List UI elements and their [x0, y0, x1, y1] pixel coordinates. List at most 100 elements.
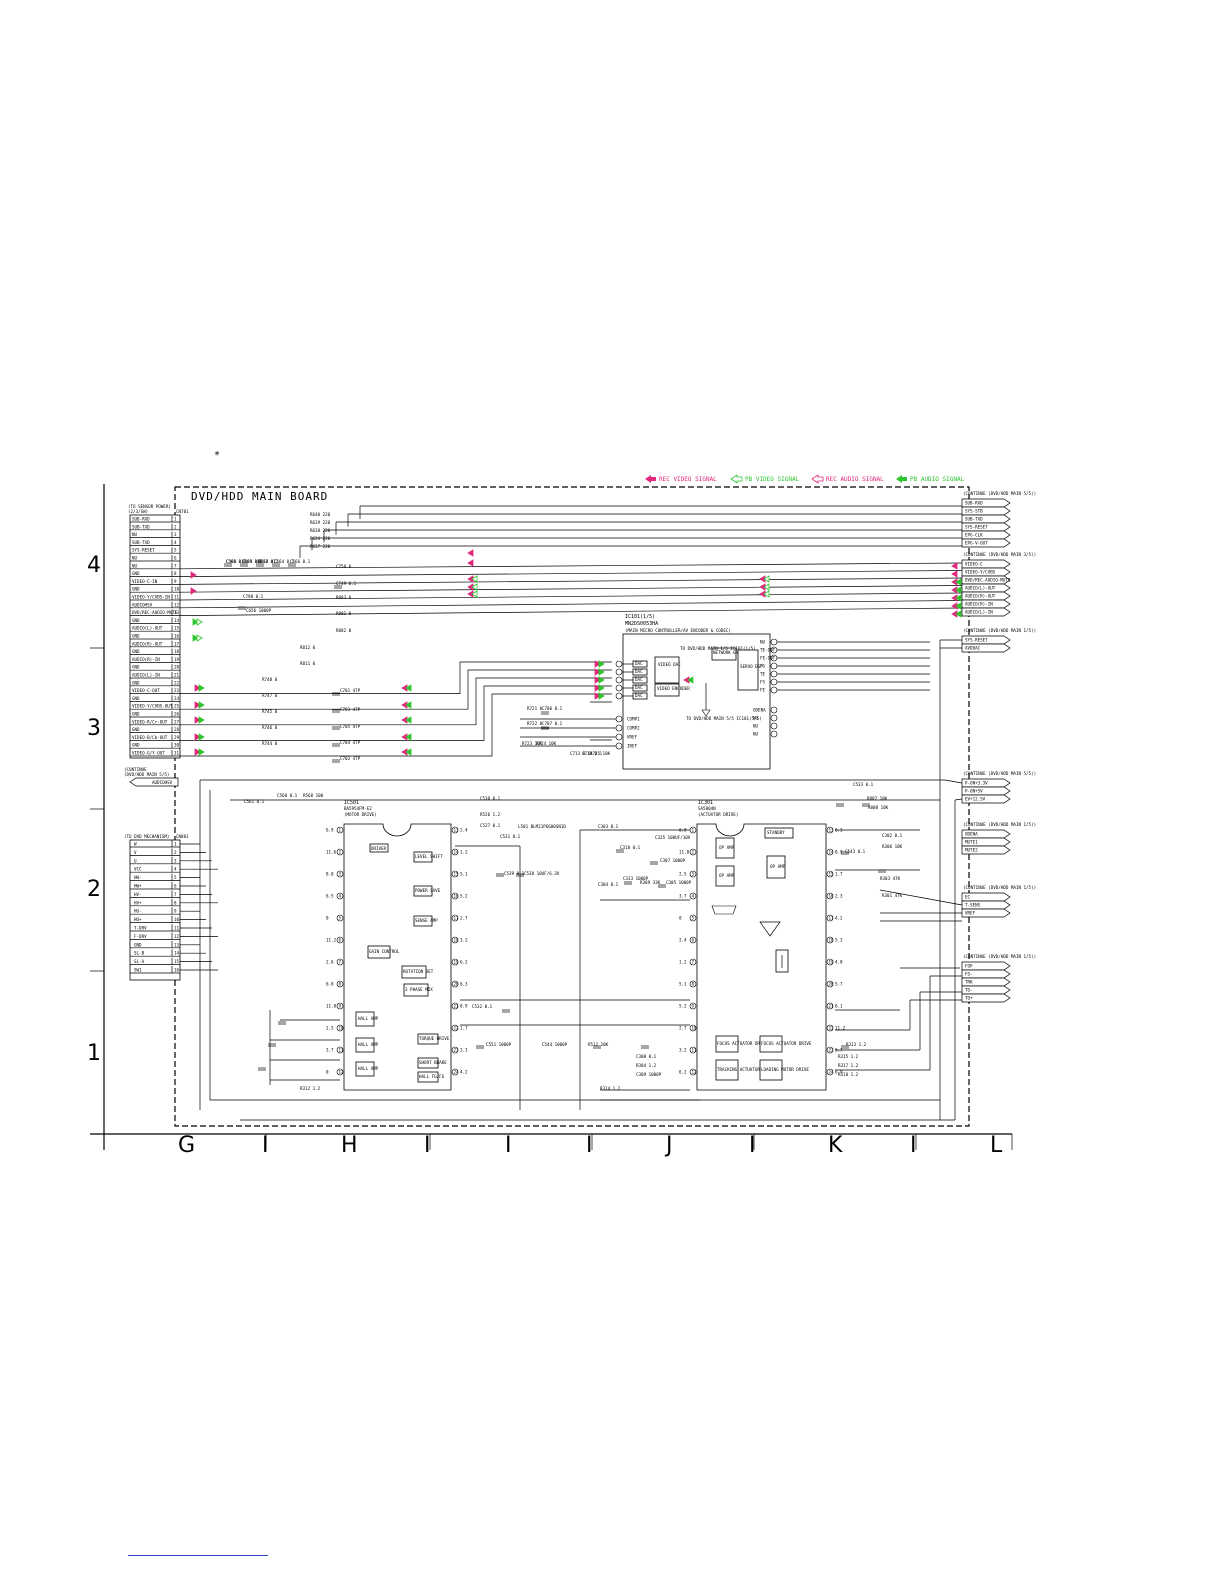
grid-col-l: L: [990, 1133, 1003, 1158]
cn801-pin-number: 6: [174, 884, 177, 889]
component-label: C566 0.1: [290, 559, 311, 564]
component-label: R811 0: [300, 661, 316, 666]
right-connector-signal: MUTE1: [965, 840, 978, 845]
right-connector-signal: SYS-RESET: [965, 525, 988, 530]
pin-voltage: 2.6: [326, 960, 334, 965]
cn701-pin-name: GND: [132, 571, 140, 576]
cn801-pin-number: 15: [174, 959, 180, 964]
legend-arrow-rec-audio-icon: [811, 474, 824, 484]
component-label: C569 0.1: [242, 559, 263, 564]
cn701-pin-number: 17: [174, 641, 180, 646]
cn701-pin-number: 18: [174, 649, 180, 654]
signal-arrow-icon: [594, 668, 601, 676]
cn701-pin-number: 21: [174, 673, 180, 678]
cn701-pin-number: 24: [174, 696, 180, 701]
cn801-pin-number: 10: [174, 917, 180, 922]
right-connector-signal: EPG-CLK: [965, 533, 983, 538]
cn701-pin-number: 14: [174, 618, 180, 623]
right-connector-signal: ODENA: [965, 832, 978, 837]
component-label: R315 1.2: [838, 1054, 859, 1059]
svg-text:FOCUS ACTUATOR DRIVE: FOCUS ACTUATOR DRIVE: [761, 1041, 812, 1046]
signal-arrow-icon: [951, 562, 958, 570]
pin-voltage: 0: [326, 1070, 329, 1075]
component-label: C749 0.1: [336, 581, 357, 586]
svg-text:3 PHASE MIX: 3 PHASE MIX: [405, 987, 433, 992]
grid-col-sep-4: I: [749, 1133, 756, 1158]
signal-arrow-icon: [405, 733, 412, 741]
svg-text:20: 20: [454, 982, 460, 987]
svg-text:3: 3: [339, 872, 342, 877]
component-label: C707 0.1: [542, 721, 563, 726]
top-resistor-label: R637 220: [310, 544, 331, 549]
pin-voltage: 3.7: [679, 894, 687, 899]
right-connector-signal: EPG-V-OUT: [965, 541, 988, 546]
component-label: C568 0.1: [226, 559, 247, 564]
cn701-pin-number: 6: [174, 556, 177, 561]
cn701-pin-name: VIDEO-G/Y-OUT: [132, 751, 165, 756]
cn701-pin-name: VIDEO-Y/CVBS-IN: [132, 595, 170, 600]
pin-voltage: 1.7: [460, 1026, 468, 1031]
pin-voltage: 11.2: [835, 1026, 846, 1031]
grid-row-4: 4: [87, 553, 101, 578]
svg-text:CN801: CN801: [176, 834, 189, 839]
svg-text:2: 2: [339, 850, 342, 855]
right-connector-signal: P-ON+3.3V: [965, 781, 988, 786]
svg-text:7: 7: [692, 960, 695, 965]
ic101-side-label: ODENA: [753, 708, 766, 713]
top-resistor-label: R638 220: [310, 528, 331, 533]
cn701-pin-number: 1: [174, 517, 177, 522]
legend-arrow-rec-video-icon: [645, 475, 656, 483]
component-label: C544 1000P: [542, 1042, 568, 1047]
pin-voltage: 6.2: [460, 960, 468, 965]
legend-pb-video: PB VIDEO SIGNAL: [745, 476, 800, 483]
svg-text:DAC: DAC: [635, 661, 643, 666]
svg-text:9: 9: [339, 1004, 342, 1009]
svg-text:16: 16: [454, 894, 460, 899]
pin-voltage: 4.2: [835, 916, 843, 921]
signal-arrow-icon: [471, 583, 478, 591]
svg-text:HALL AMP: HALL AMP: [358, 1016, 379, 1021]
cn701-pin-number: 29: [174, 735, 180, 740]
cn801-pin-name: T-DRV: [134, 926, 147, 931]
svg-text:10: 10: [339, 1026, 345, 1031]
cn801-pin-number: 9: [174, 909, 177, 914]
cn701-pin-name: GND: [132, 712, 140, 717]
signal-arrow-icon: [405, 684, 412, 692]
ic101-side-label: NU: [753, 716, 759, 721]
pin-voltage: 6.9: [835, 1070, 843, 1075]
component-label: C702 47P: [340, 756, 361, 761]
component-label: R309 33K: [640, 880, 661, 885]
component-label: R568 100: [303, 793, 324, 798]
right-connector-signal: EV+12.5V: [965, 797, 986, 802]
pin-voltage: 2.4: [460, 828, 468, 833]
grid-row-3: 3: [87, 716, 101, 741]
grid-col-k: K: [828, 1133, 843, 1158]
signal-arrow-icon: [194, 748, 201, 756]
svg-text:3: 3: [692, 872, 695, 877]
component-label: R721 0: [527, 706, 543, 711]
right-connector-signal: SYS-STB: [965, 509, 983, 514]
right-connector-signal: SUB-RXD: [965, 501, 983, 506]
svg-text:2: 2: [692, 850, 695, 855]
cn801-pin-name: HU-: [134, 909, 142, 914]
ic101-output-label: FG: [760, 664, 766, 669]
pin-voltage: 0.9: [835, 850, 843, 855]
svg-text:22: 22: [454, 1026, 460, 1031]
cn801-pin-number: 11: [174, 926, 180, 931]
cn701-pin-name: GND: [132, 680, 140, 685]
pin-voltage: 5.1: [679, 982, 687, 987]
ic101-block: IC101(1/5) MN2DS0053HA (MAIN MICRO CONTR…: [520, 614, 778, 770]
right-connector-signal: AUDIO(L)-IN: [965, 610, 993, 615]
cn801-pin-number: 1: [174, 842, 177, 847]
right-connector-signal: SUB-TXD: [965, 517, 983, 522]
pin-voltage: 2.3: [460, 1048, 468, 1053]
pin-voltage: 1.7: [835, 872, 843, 877]
svg-text:(TO DVD MECHANISM): (TO DVD MECHANISM): [124, 834, 169, 839]
component-label: R310 47: [258, 559, 276, 564]
signal-arrow-icon: [194, 733, 201, 741]
cn701-pin-number: 23: [174, 688, 180, 693]
legend-pb-audio: PB AUDIO SIGNAL: [910, 476, 965, 483]
svg-text:21: 21: [829, 1004, 835, 1009]
pin-voltage: 2.7: [679, 1026, 687, 1031]
